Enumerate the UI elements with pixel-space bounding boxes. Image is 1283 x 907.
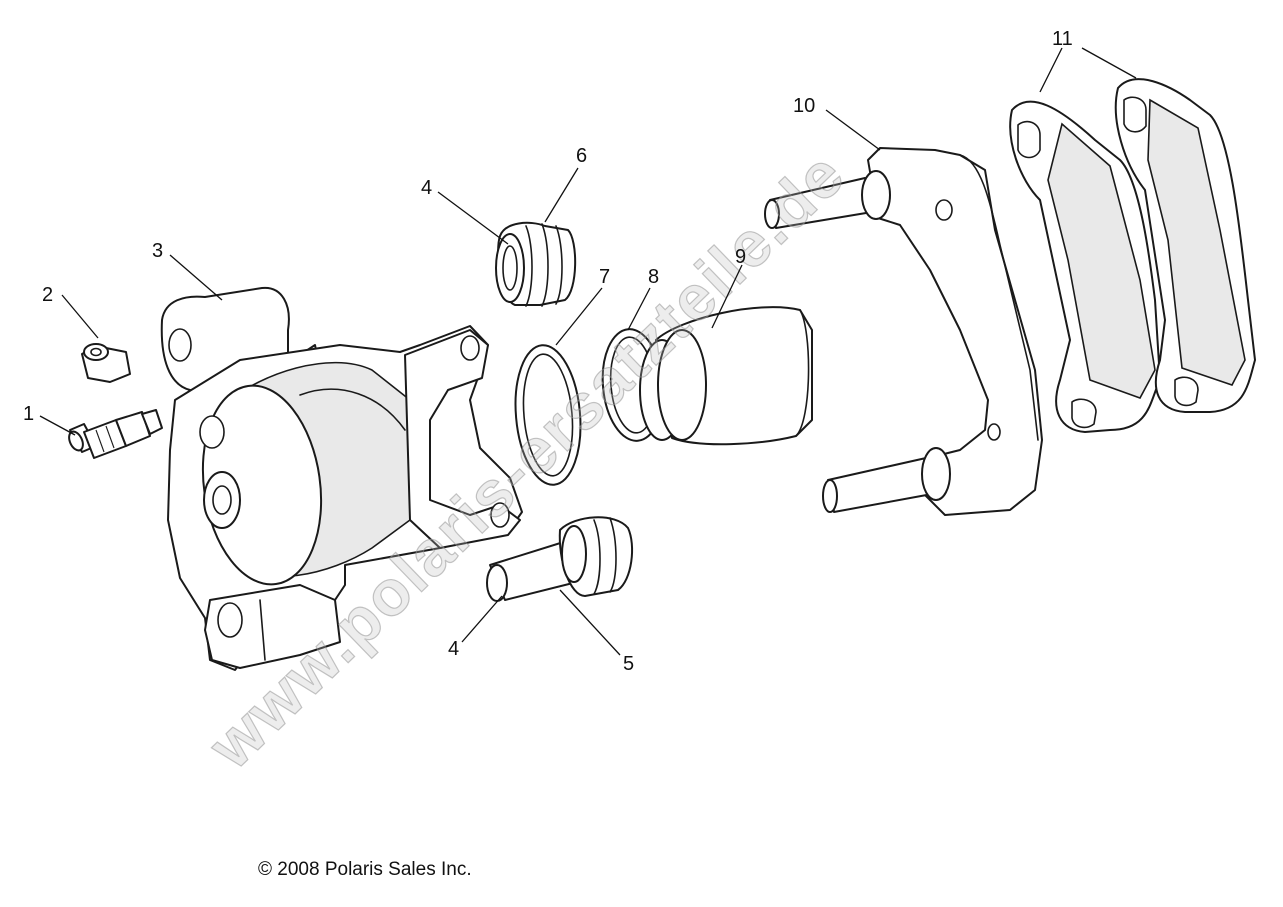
callout-8: 8 xyxy=(648,266,659,288)
callout-4-upper: 4 xyxy=(421,177,432,199)
part-dust-boot-upper xyxy=(495,221,577,307)
part-brake-pad-outer xyxy=(1114,78,1256,413)
part-bleeder-screw xyxy=(68,409,163,459)
part-slide-pin xyxy=(486,516,634,602)
part-caliper-bracket xyxy=(764,147,1043,516)
leader-lines xyxy=(39,47,1137,656)
part-piston-seal xyxy=(514,344,582,486)
callout-3: 3 xyxy=(152,240,163,262)
callout-1: 1 xyxy=(23,403,34,425)
part-brake-pad-inner xyxy=(1009,100,1161,433)
callout-11: 11 xyxy=(1052,28,1073,50)
callout-7: 7 xyxy=(599,266,610,288)
copyright-notice: © 2008 Polaris Sales Inc. xyxy=(258,859,472,880)
callout-9: 9 xyxy=(735,246,746,268)
part-piston xyxy=(639,306,813,446)
callout-2: 2 xyxy=(42,284,53,306)
callout-4-lower: 4 xyxy=(448,638,459,660)
part-bushing xyxy=(81,343,131,383)
callout-10: 10 xyxy=(793,95,815,117)
callout-5: 5 xyxy=(623,653,634,675)
callout-6: 6 xyxy=(576,145,587,167)
part-caliper-body xyxy=(160,286,523,671)
